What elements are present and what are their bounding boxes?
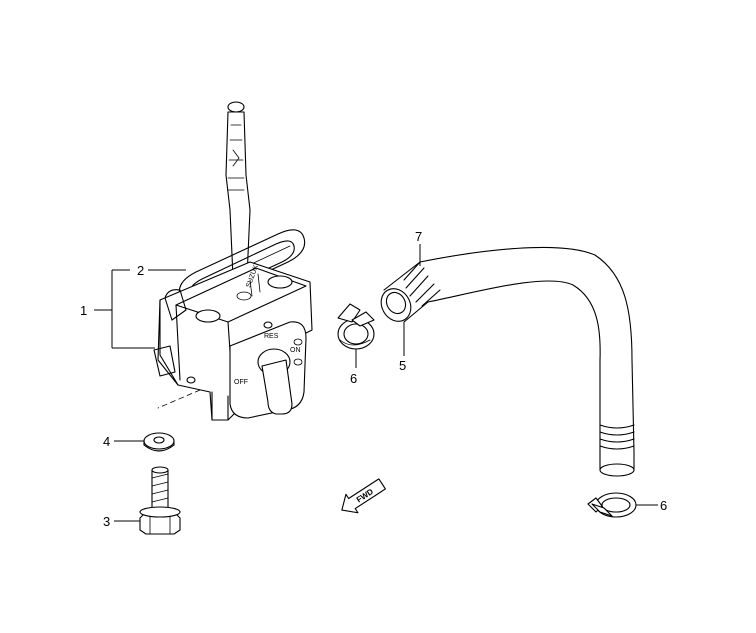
hose-end-upper [380, 261, 441, 323]
assembly-axis-line [157, 389, 201, 409]
callout-6-upper: 6 [350, 371, 357, 386]
hose-end-lower [599, 424, 635, 477]
callout-1: 1 [80, 303, 87, 318]
hose-clip-upper [337, 303, 375, 350]
res-marking: RES [264, 333, 279, 340]
on-marking: ON [290, 347, 301, 354]
fwd-direction-badge: FWD [341, 478, 386, 514]
callout-2: 2 [137, 263, 144, 278]
valve-lever: ON OFF RES [229, 321, 307, 419]
leader-lines [94, 244, 658, 522]
callout-6-lower: 6 [660, 498, 667, 513]
fuel-cock-assembly: SUZUKI ON OFF RES [153, 101, 313, 421]
valve-body: SUZUKI [153, 261, 313, 421]
callout-3: 3 [103, 514, 110, 529]
fuel-hose [380, 246, 635, 477]
callout-4: 4 [103, 434, 110, 449]
bolt [139, 466, 181, 535]
callout-5: 5 [399, 358, 406, 373]
hose-clip-lower [587, 492, 637, 518]
off-marking: OFF [234, 379, 248, 386]
callout-7: 7 [415, 229, 422, 244]
washer [143, 432, 175, 452]
